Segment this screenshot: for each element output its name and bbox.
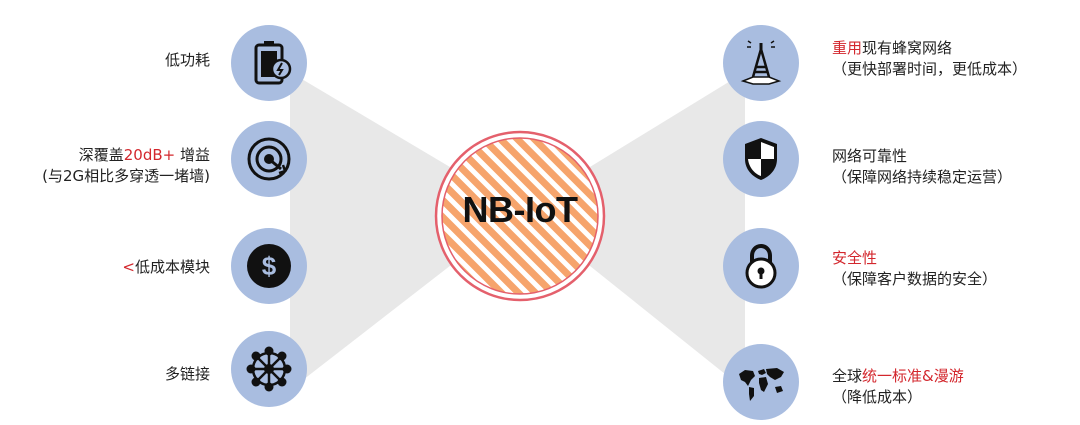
feature-low-cost-text: 低成本模块 <box>134 258 210 276</box>
dollar-icon-circle: $ <box>231 228 307 304</box>
feature-low-power-text: 低功耗 <box>164 51 210 69</box>
dollar-icon: $ <box>247 244 291 288</box>
feature-security-title: 安全性 <box>832 248 997 269</box>
feature-multi-link-text: 多链接 <box>164 365 210 383</box>
center-title: NB-IoT <box>462 189 578 230</box>
battery-icon <box>254 41 292 85</box>
feature-low-power: 低功耗 <box>165 50 210 71</box>
target-icon-circle <box>231 121 307 197</box>
center-ring-inner <box>441 137 599 295</box>
lock-icon-circle <box>723 228 799 304</box>
feature-reliability-sub: （保障网络持续稳定运营） <box>832 168 1013 186</box>
feature-reliability-title: 网络可靠性 <box>832 146 1012 167</box>
feature-reuse-network-text: 现有蜂窝网络 <box>862 39 953 57</box>
feature-deep-coverage-text: 深覆盖 <box>78 146 124 164</box>
feature-reliability-text: 网络可靠性 <box>832 147 908 165</box>
feature-reuse-network-highlight: 重用 <box>832 39 863 57</box>
feature-deep-coverage-sub: (与2G相比多穿透一堵墙) <box>42 167 210 185</box>
shield-icon <box>745 138 777 180</box>
feature-multi-link: 多链接 <box>165 364 210 385</box>
feature-low-cost-title: <低成本模块 <box>122 257 210 278</box>
right-funnel <box>585 72 745 390</box>
feature-multi-link-title: 多链接 <box>165 364 210 385</box>
feature-security-sub: （保障客户数据的安全） <box>832 270 998 288</box>
cell-tower-icon <box>740 40 782 85</box>
feature-global-standard-sub: （降低成本） <box>832 388 923 406</box>
network-icon <box>246 346 292 392</box>
world-map-icon <box>739 368 784 401</box>
feature-reuse-network-title: 重用现有蜂窝网络 <box>832 38 1027 59</box>
feature-low-power-title: 低功耗 <box>165 50 210 71</box>
feature-reliability: 网络可靠性 （保障网络持续稳定运营） <box>832 146 1012 188</box>
feature-security-text: 安全性 <box>832 249 878 267</box>
feature-global-standard-title: 全球统一标准&漫游 <box>832 366 964 387</box>
left-funnel <box>290 72 455 390</box>
feature-reuse-network: 重用现有蜂窝网络 （更快部署时间，更低成本） <box>832 38 1027 80</box>
feature-security: 安全性 （保障客户数据的安全） <box>832 248 997 290</box>
world-map-icon-circle <box>723 344 799 420</box>
shield-icon-circle <box>723 121 799 197</box>
target-icon <box>247 137 291 181</box>
feature-deep-coverage-gain-text: 增益 <box>175 146 210 164</box>
feature-low-cost-symbol: < <box>122 258 135 276</box>
feature-reuse-network-sub: （更快部署时间，更低成本） <box>832 60 1028 78</box>
feature-global-standard-text: 全球 <box>832 367 863 385</box>
feature-global-standard: 全球统一标准&漫游 （降低成本） <box>832 366 964 408</box>
lock-icon <box>745 243 777 289</box>
svg-text:$: $ <box>262 251 277 281</box>
cell-tower-icon-circle <box>723 25 799 101</box>
battery-icon-circle <box>231 25 307 101</box>
feature-deep-coverage-title: 深覆盖20dB+ 增益 <box>42 145 210 166</box>
feature-deep-coverage-gain-value: 20dB+ <box>123 146 176 164</box>
feature-global-standard-highlight: 统一标准&漫游 <box>862 367 964 385</box>
network-icon-circle <box>231 331 307 407</box>
feature-low-cost: <低成本模块 <box>122 257 210 278</box>
feature-deep-coverage: 深覆盖20dB+ 增益 (与2G相比多穿透一堵墙) <box>42 145 210 187</box>
